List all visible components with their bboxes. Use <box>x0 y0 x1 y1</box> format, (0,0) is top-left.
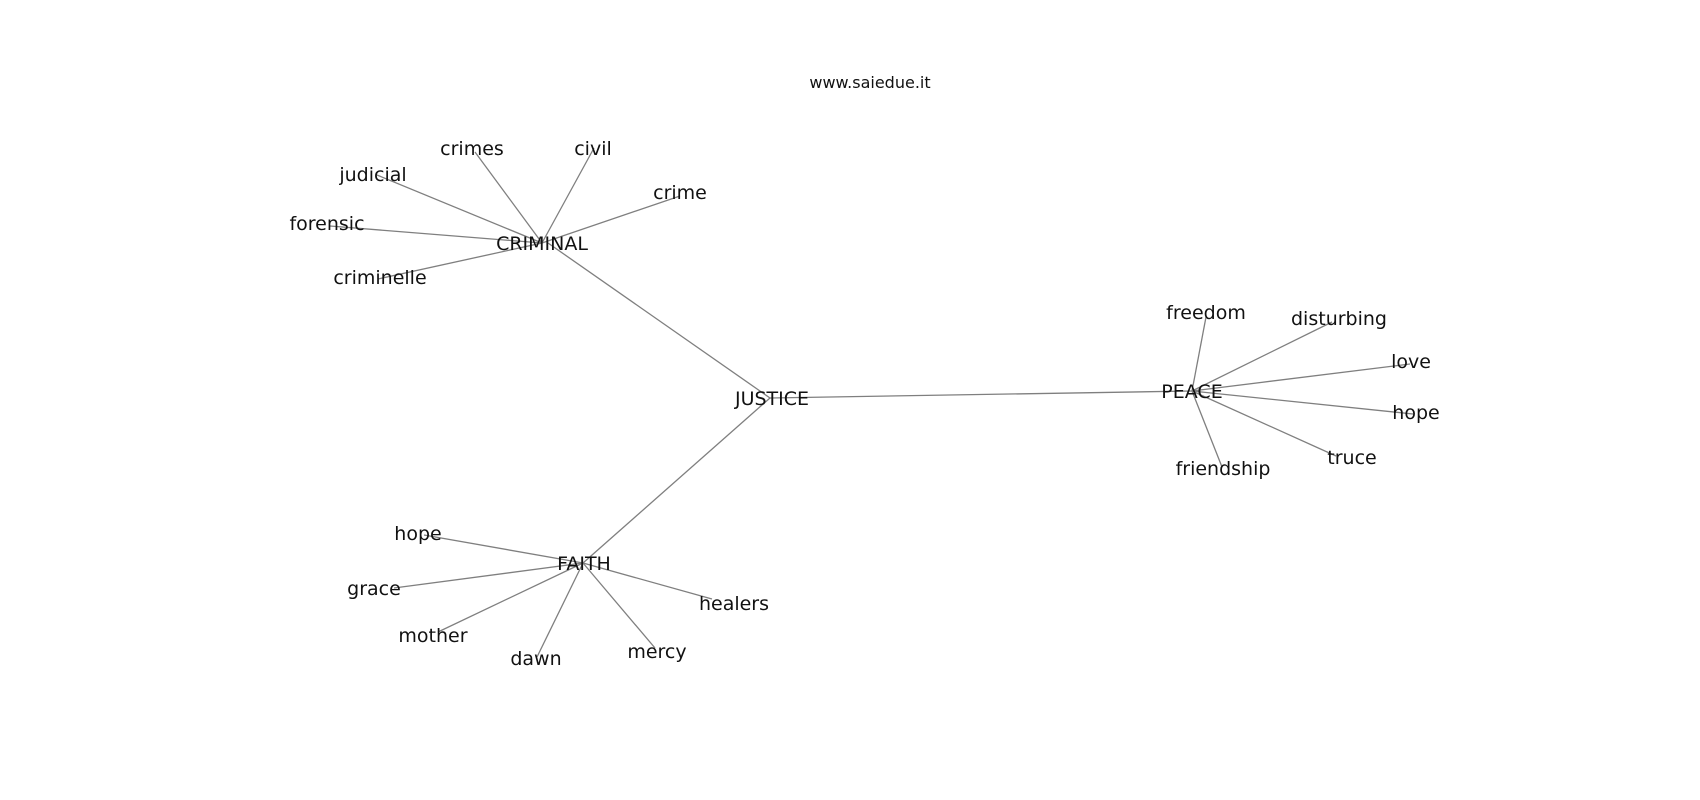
node-hope: hope <box>394 523 441 545</box>
edge-peace-hope <box>1191 390 1414 415</box>
edge-justice-peace <box>769 390 1193 399</box>
node-grace: grace <box>347 578 401 600</box>
edge-criminal-criminelle <box>377 242 543 280</box>
node-mercy: mercy <box>627 641 686 663</box>
edge-peace-love <box>1191 363 1411 392</box>
edge-faith-mercy <box>582 562 656 649</box>
node-justice: JUSTICE <box>734 388 809 410</box>
edge-justice-faith <box>582 397 771 564</box>
node-faith: FAITH <box>557 553 611 575</box>
node-criminal: CRIMINAL <box>496 233 588 255</box>
edge-faith-mother <box>437 562 584 633</box>
edge-peace-disturbing <box>1191 321 1333 392</box>
node-forensic: forensic <box>289 213 364 235</box>
site-caption: www.saiedue.it <box>809 73 930 92</box>
edge-criminal-forensic <box>329 225 543 244</box>
node-judicial: judicial <box>338 164 406 186</box>
node-friendship: friendship <box>1176 458 1271 480</box>
edge-criminal-crimes <box>474 151 543 244</box>
node-freedom: freedom <box>1166 302 1246 324</box>
node-crime: crime <box>653 182 707 204</box>
node-healers: healers <box>699 593 769 615</box>
node-crimes: crimes <box>440 138 504 160</box>
edge-faith-hope <box>423 534 584 564</box>
edge-criminal-civil <box>541 147 595 244</box>
edge-layer <box>329 147 1414 658</box>
node-dawn: dawn <box>510 648 561 670</box>
edge-peace-friendship <box>1191 390 1223 468</box>
node-hope: hope <box>1392 402 1439 424</box>
edge-faith-grace <box>393 562 584 589</box>
edge-peace-truce <box>1191 390 1337 457</box>
edge-faith-dawn <box>536 562 584 658</box>
node-criminelle: criminelle <box>333 267 426 289</box>
node-truce: truce <box>1327 447 1376 469</box>
node-label-layer: JUSTICE CRIMINAL PEACE FAITH crimes civi… <box>289 138 1439 670</box>
node-peace: PEACE <box>1161 381 1222 403</box>
edge-faith-healers <box>582 562 713 600</box>
edge-justice-criminal <box>547 242 771 399</box>
node-civil: civil <box>574 138 612 160</box>
edge-criminal-crime <box>541 195 681 244</box>
edge-peace-freedom <box>1191 316 1207 392</box>
edge-criminal-judicial <box>376 174 543 244</box>
node-mother: mother <box>398 625 467 647</box>
node-love: love <box>1391 351 1431 373</box>
node-disturbing: disturbing <box>1291 308 1387 330</box>
